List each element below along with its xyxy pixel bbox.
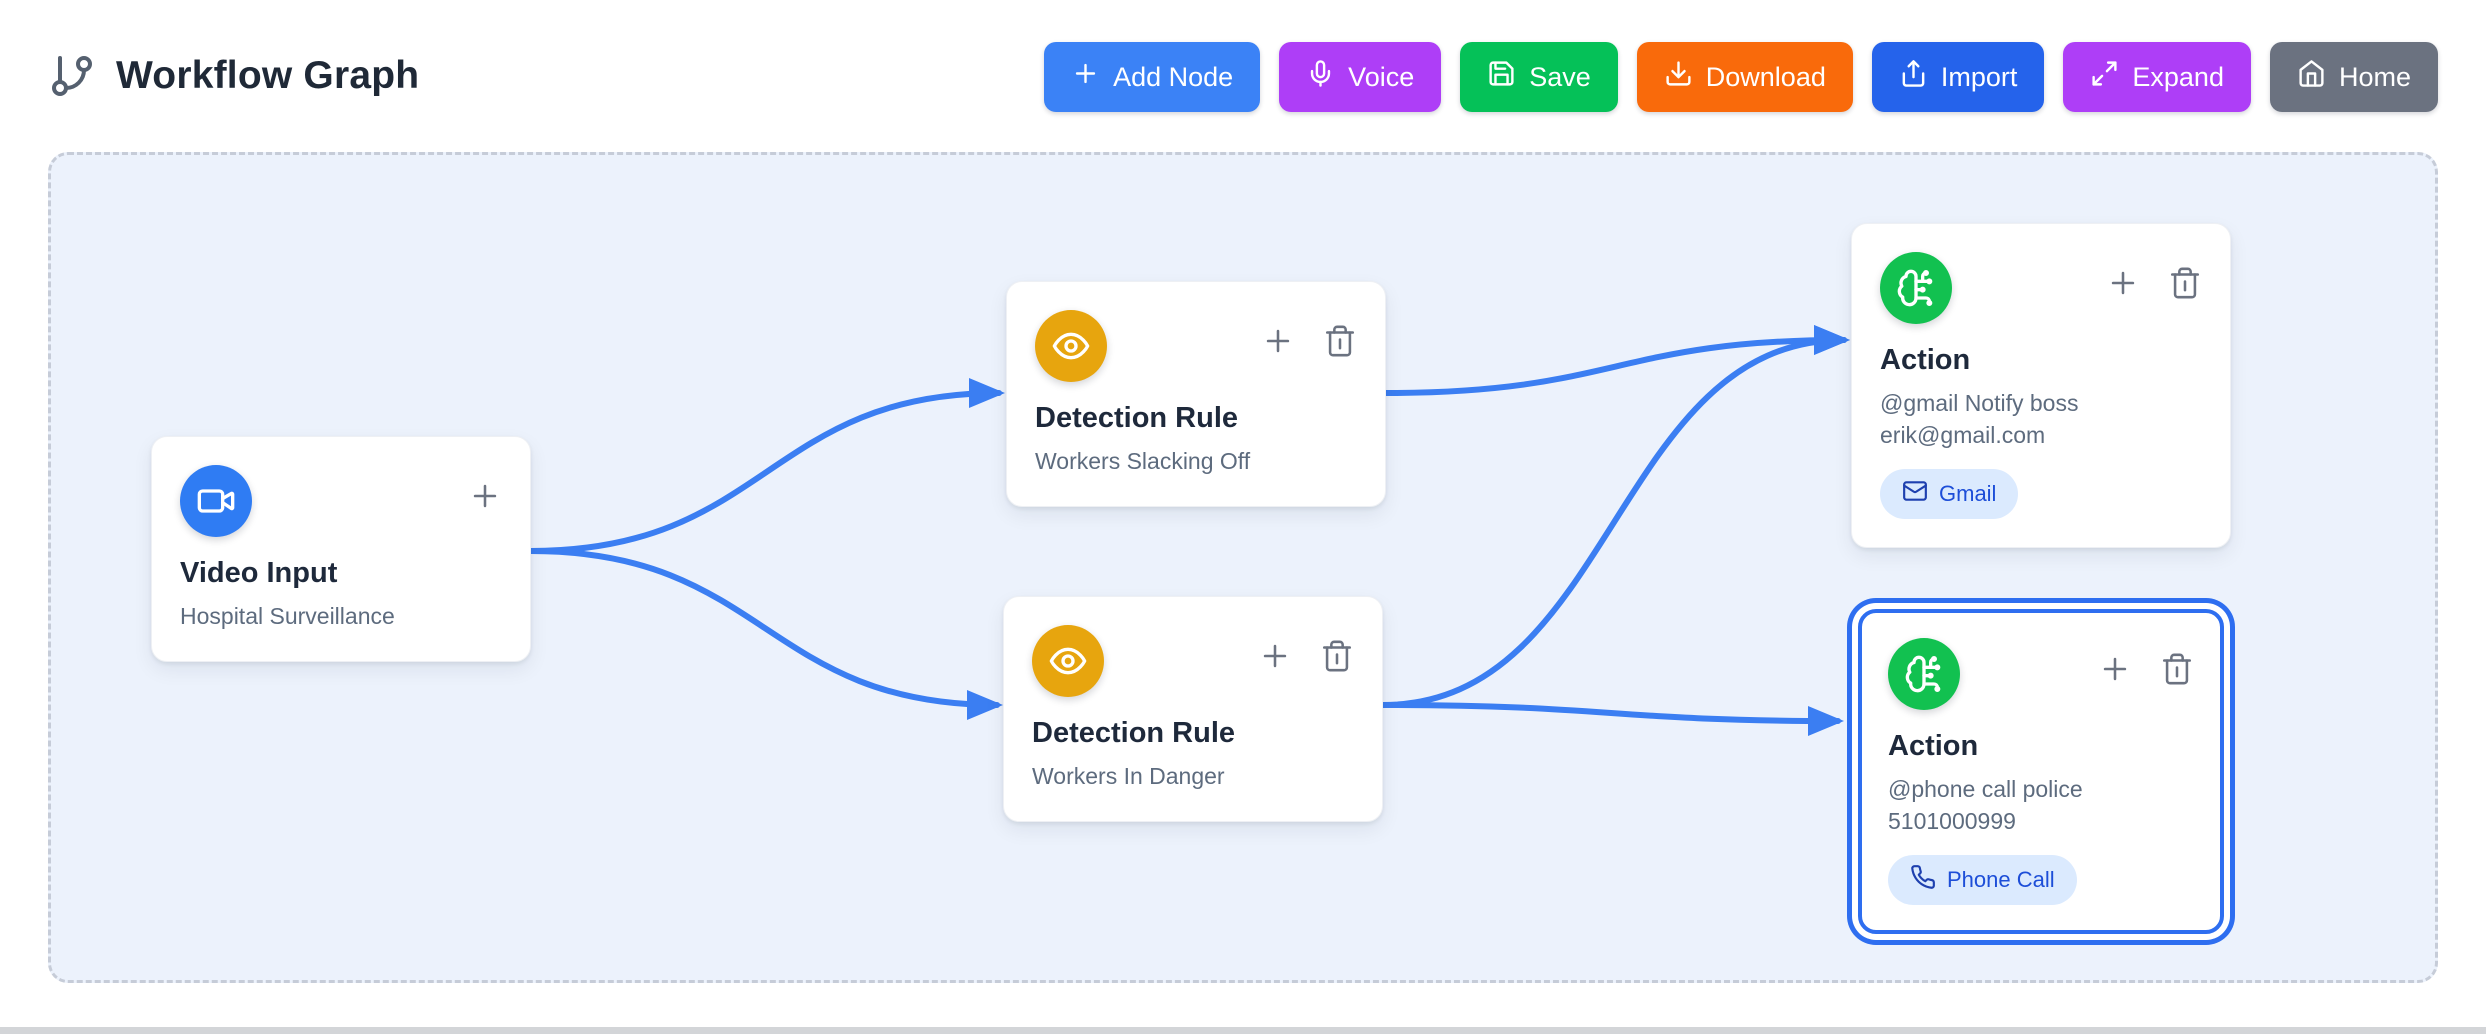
add-connection-button[interactable]: [2098, 652, 2132, 686]
edge-video-to-detection1: [528, 378, 1005, 554]
add-node-button[interactable]: Add Node: [1044, 42, 1261, 112]
eye-icon: [1035, 310, 1107, 382]
delete-node-button[interactable]: [1323, 324, 1357, 358]
add-connection-button[interactable]: [1261, 324, 1295, 358]
phone-call-badge: Phone Call: [1888, 855, 2077, 906]
node-subtitle: Workers In Danger: [1032, 763, 1225, 789]
video-camera-icon: [180, 465, 252, 537]
node-detection-rule-2[interactable]: Detection Rule Workers In Danger: [1003, 596, 1383, 822]
mail-icon: [1902, 478, 1928, 510]
git-branch-icon: [48, 52, 96, 100]
plus-icon: [1071, 59, 1100, 95]
brain-circuit-icon: [1888, 638, 1960, 710]
upload-icon: [1899, 59, 1928, 95]
expand-icon: [2090, 59, 2119, 95]
node-subtitle: @phone call police 5101000999: [1888, 776, 2083, 834]
node-detection-rule-1[interactable]: Detection Rule Workers Slacking Off: [1006, 281, 1386, 507]
node-title: Action: [1888, 730, 1979, 762]
eye-icon: [1032, 625, 1104, 697]
voice-button[interactable]: Voice: [1279, 42, 1442, 112]
node-subtitle: @gmail Notify boss erik@gmail.com: [1880, 390, 2079, 448]
phone-icon: [1910, 864, 1936, 896]
node-subtitle: Hospital Surveillance: [180, 603, 395, 629]
add-connection-button[interactable]: [2106, 266, 2140, 300]
home-icon: [2297, 59, 2326, 95]
workflow-canvas[interactable]: Video Input Hospital Surveillance Detect…: [48, 152, 2438, 983]
delete-node-button[interactable]: [2168, 266, 2202, 300]
next-section-edge: [0, 1027, 2486, 1034]
import-button[interactable]: Import: [1871, 42, 2045, 112]
delete-node-button[interactable]: [2160, 652, 2194, 686]
node-title: Video Input: [180, 557, 338, 589]
node-title: Action: [1880, 344, 1971, 376]
download-icon: [1664, 59, 1693, 95]
page-header: Workflow Graph: [48, 52, 419, 100]
node-title: Detection Rule: [1035, 402, 1239, 434]
save-icon: [1487, 59, 1516, 95]
edge-video-to-detection2: [528, 548, 1003, 720]
expand-button[interactable]: Expand: [2063, 42, 2251, 112]
delete-node-button[interactable]: [1320, 639, 1354, 673]
node-action-gmail[interactable]: Action @gmail Notify boss erik@gmail.com…: [1851, 223, 2231, 549]
home-button[interactable]: Home: [2269, 42, 2438, 112]
edge-detection1-to-action1: [1383, 325, 1850, 396]
add-connection-button[interactable]: [1258, 639, 1292, 673]
mic-icon: [1306, 59, 1335, 95]
download-button[interactable]: Download: [1636, 42, 1853, 112]
node-action-phone-call[interactable]: Action @phone call police 5101000999 Pho…: [1858, 609, 2224, 935]
gmail-badge: Gmail: [1880, 469, 2019, 520]
edge-detection2-to-action2: [1380, 702, 1844, 736]
page-title: Workflow Graph: [116, 54, 420, 97]
edge-detection2-to-action1: [1380, 325, 1850, 708]
add-connection-button[interactable]: [468, 479, 502, 513]
node-video-input[interactable]: Video Input Hospital Surveillance: [151, 436, 531, 662]
node-title: Detection Rule: [1032, 717, 1236, 749]
node-subtitle: Workers Slacking Off: [1035, 448, 1251, 474]
toolbar: Add Node Voice Save Download Import Expa…: [1044, 42, 2438, 112]
save-button[interactable]: Save: [1460, 42, 1618, 112]
brain-circuit-icon: [1880, 252, 1952, 324]
